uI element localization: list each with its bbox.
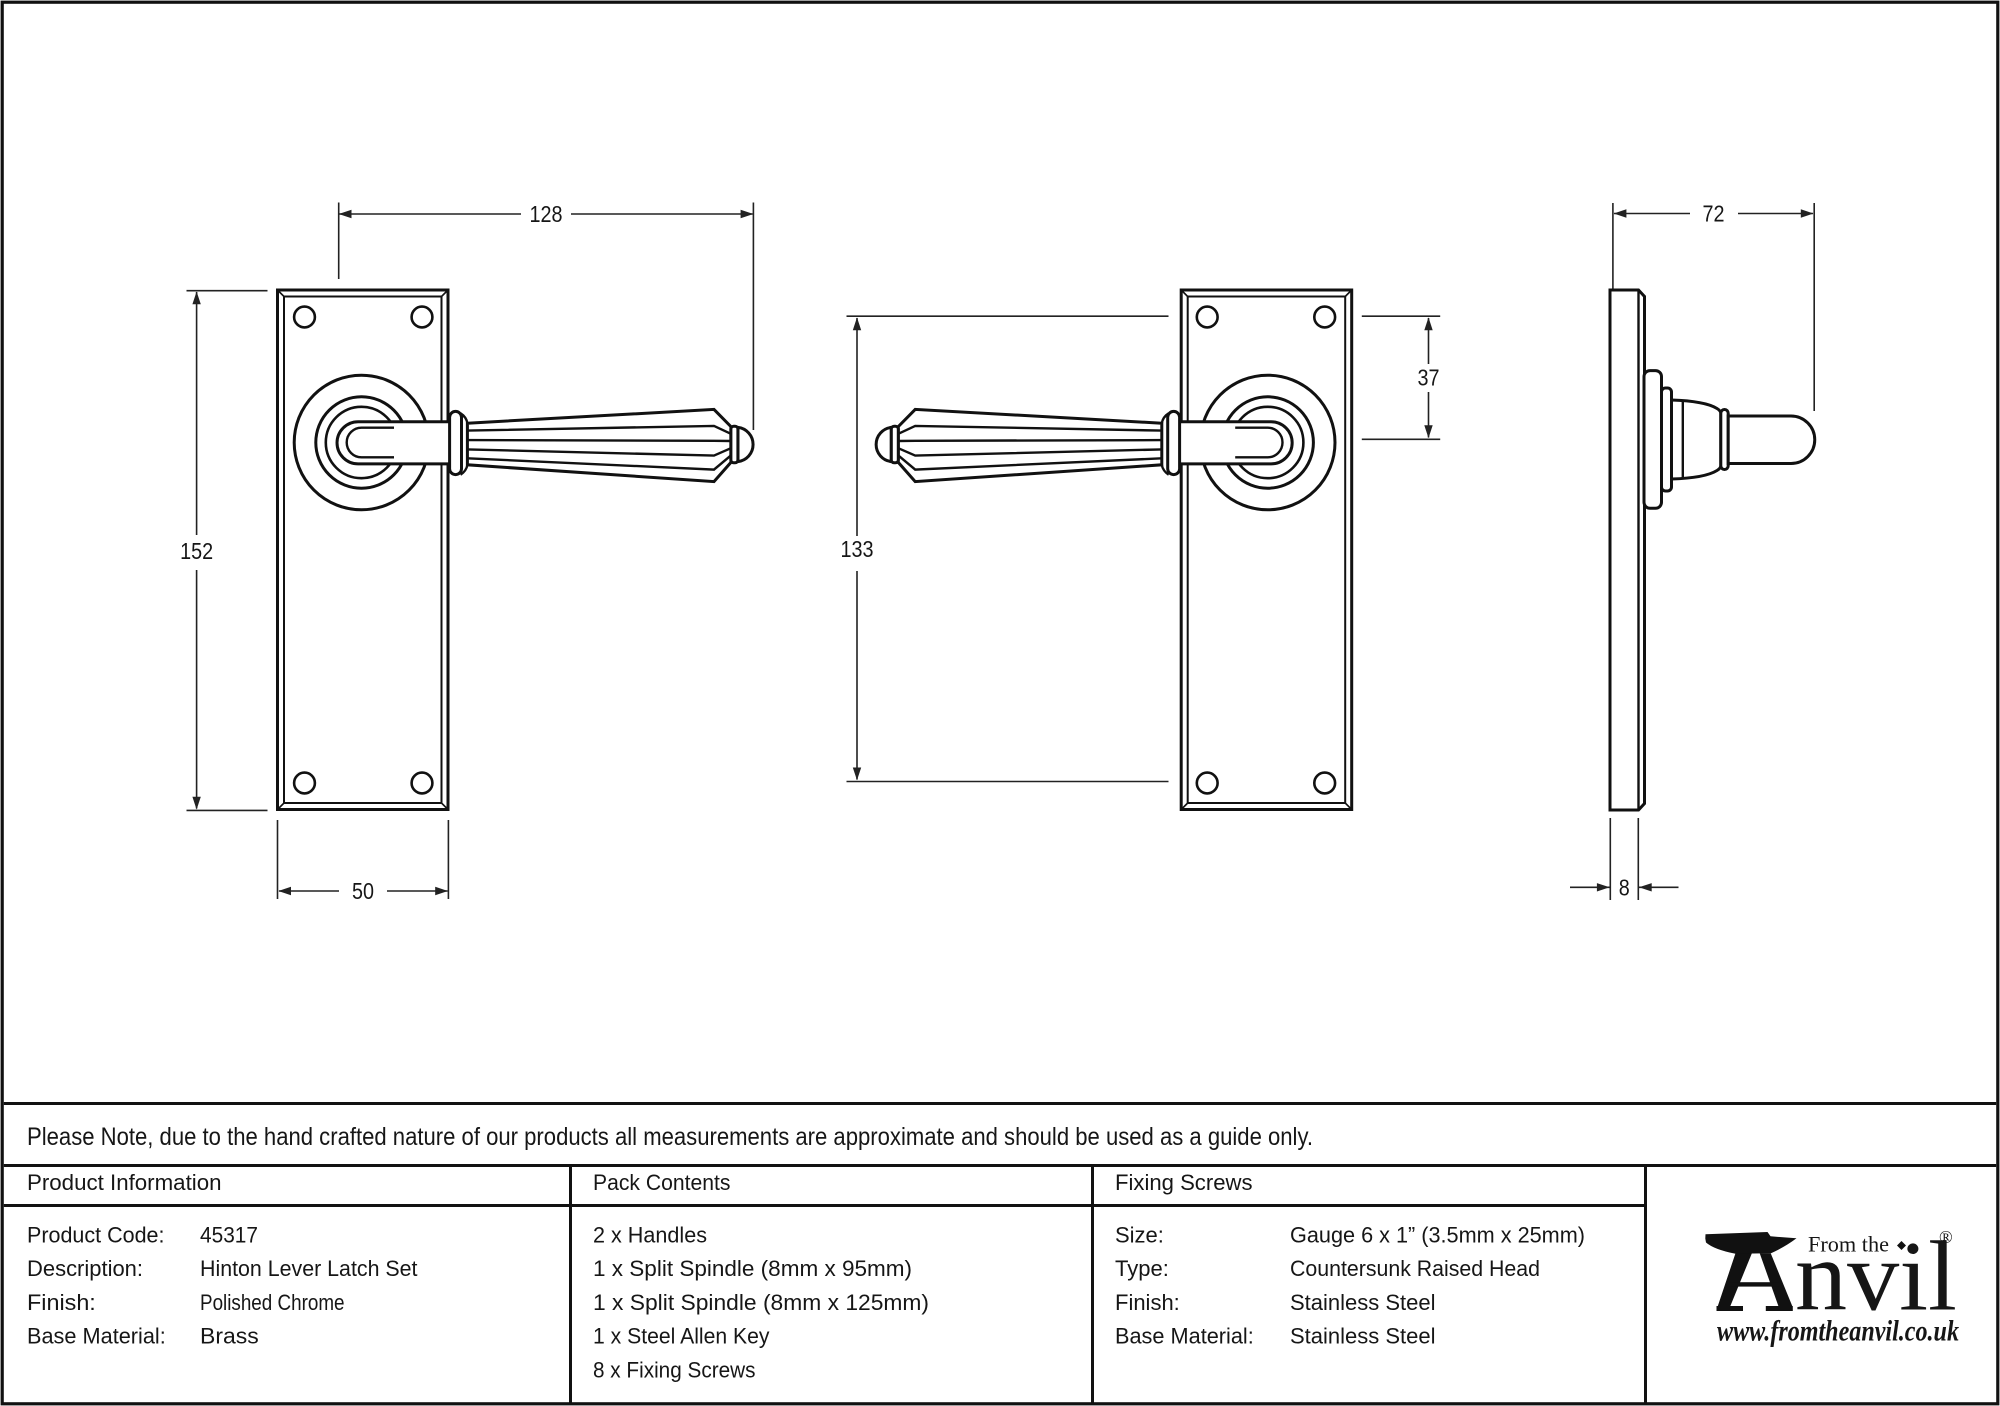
svg-text:nvil: nvil xyxy=(1795,1221,1957,1332)
svg-text:Please Note, due to the hand c: Please Note, due to the hand crafted nat… xyxy=(27,1123,1313,1151)
svg-text:133: 133 xyxy=(841,536,874,562)
svg-text:Brass: Brass xyxy=(200,1324,259,1349)
svg-text:Hinton Lever Latch Set: Hinton Lever Latch Set xyxy=(200,1256,418,1281)
svg-text:Size:: Size: xyxy=(1115,1223,1164,1248)
svg-text:1 x Steel Allen Key: 1 x Steel Allen Key xyxy=(593,1324,770,1349)
svg-text:2 x Handles: 2 x Handles xyxy=(593,1223,707,1248)
svg-text:50: 50 xyxy=(352,878,374,904)
svg-text:Stainless Steel: Stainless Steel xyxy=(1290,1290,1436,1315)
svg-text:37: 37 xyxy=(1418,365,1440,391)
svg-text:Product Information: Product Information xyxy=(27,1170,222,1195)
svg-text:45317: 45317 xyxy=(200,1223,258,1248)
svg-text:152: 152 xyxy=(180,538,213,564)
svg-text:8 x Fixing Screws: 8 x Fixing Screws xyxy=(593,1357,756,1382)
svg-text:Pack Contents: Pack Contents xyxy=(593,1170,731,1195)
svg-text:®: ® xyxy=(1939,1227,1953,1247)
svg-text:Finish:: Finish: xyxy=(27,1290,96,1315)
svg-text:Base Material:: Base Material: xyxy=(1115,1324,1254,1349)
svg-text:Stainless Steel: Stainless Steel xyxy=(1290,1324,1436,1349)
svg-text:Countersunk Raised Head: Countersunk Raised Head xyxy=(1290,1256,1540,1281)
svg-text:Polished Chrome: Polished Chrome xyxy=(200,1290,345,1315)
svg-text:www.fromtheanvil.co.uk: www.fromtheanvil.co.uk xyxy=(1717,1315,1959,1348)
svg-text:From the: From the xyxy=(1808,1232,1889,1257)
svg-text:Base Material:: Base Material: xyxy=(27,1324,166,1349)
svg-text:Type:: Type: xyxy=(1115,1256,1169,1281)
svg-text:Product Code:: Product Code: xyxy=(27,1223,165,1248)
svg-text:Fixing Screws: Fixing Screws xyxy=(1115,1170,1253,1195)
svg-text:Finish:: Finish: xyxy=(1115,1290,1180,1315)
svg-text:72: 72 xyxy=(1703,200,1725,226)
svg-text:Gauge 6 x 1” (3.5mm x 25mm): Gauge 6 x 1” (3.5mm x 25mm) xyxy=(1290,1223,1585,1248)
svg-text:1 x Split Spindle (8mm x 95mm): 1 x Split Spindle (8mm x 95mm) xyxy=(593,1256,912,1281)
svg-text:8: 8 xyxy=(1619,874,1630,900)
svg-text:1 x Split Spindle (8mm x 125mm: 1 x Split Spindle (8mm x 125mm) xyxy=(593,1290,929,1315)
svg-text:128: 128 xyxy=(530,201,563,227)
svg-text:Description:: Description: xyxy=(27,1256,143,1281)
